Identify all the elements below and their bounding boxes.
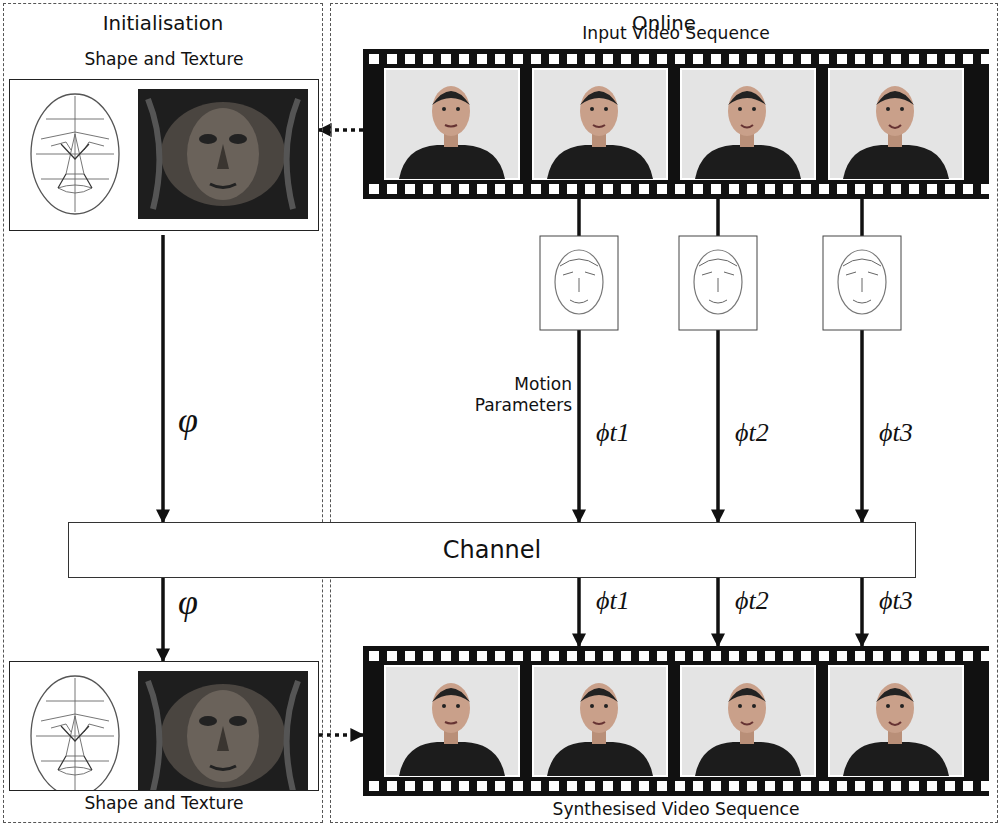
- strip-heading: Synthesised Video Sequence: [363, 799, 989, 819]
- dotted-arrow: [319, 128, 363, 132]
- dotted-arrow: [319, 733, 363, 737]
- channel-box: Channel: [68, 522, 916, 578]
- flow-arrow: [716, 578, 720, 646]
- video-strip: Synthesised Video Sequence: [363, 646, 989, 824]
- section-region: OnlineInput Video SequenceSynthesised Vi…: [330, 3, 998, 823]
- parameter-label: φ: [176, 584, 200, 620]
- shape-mesh: [16, 666, 134, 791]
- panel-heading: Shape and Texture: [9, 49, 319, 69]
- parameter-label: ϕt2: [733, 588, 771, 614]
- flow-arrow: [577, 578, 581, 646]
- parameter-label: ϕt1: [594, 420, 632, 446]
- section-region: InitialisationShape and TextureShape and…: [3, 3, 323, 823]
- texture-image: [138, 671, 308, 791]
- film-frames: [363, 646, 989, 796]
- parameter-label: ϕt2: [733, 420, 771, 446]
- parameter-label: ϕt3: [877, 588, 915, 614]
- shape-mesh: [16, 84, 134, 224]
- texture-image: [138, 89, 308, 219]
- thumbnail: [679, 236, 757, 330]
- annotation-label: Motion Parameters: [462, 374, 572, 417]
- model-frame: [9, 79, 319, 231]
- parameter-label: ϕt1: [594, 588, 632, 614]
- parameter-label: φ: [176, 402, 200, 438]
- thumbnail: [823, 236, 901, 330]
- flow-arrow: [860, 578, 864, 646]
- film-frames: [363, 49, 989, 199]
- channel-label: Channel: [443, 536, 542, 564]
- flow-arrow: [161, 235, 165, 522]
- video-strip: Input Video Sequence: [363, 21, 989, 199]
- section-title: Initialisation: [4, 12, 322, 35]
- model-panel: Shape and Texture: [9, 661, 319, 819]
- parameter-label: ϕt3: [877, 420, 915, 446]
- flow-arrow: [161, 578, 165, 661]
- model-frame: [9, 661, 319, 791]
- model-panel: Shape and Texture: [9, 45, 319, 235]
- strip-heading: Input Video Sequence: [363, 23, 989, 43]
- panel-heading: Shape and Texture: [9, 793, 319, 813]
- thumbnail: [540, 236, 618, 330]
